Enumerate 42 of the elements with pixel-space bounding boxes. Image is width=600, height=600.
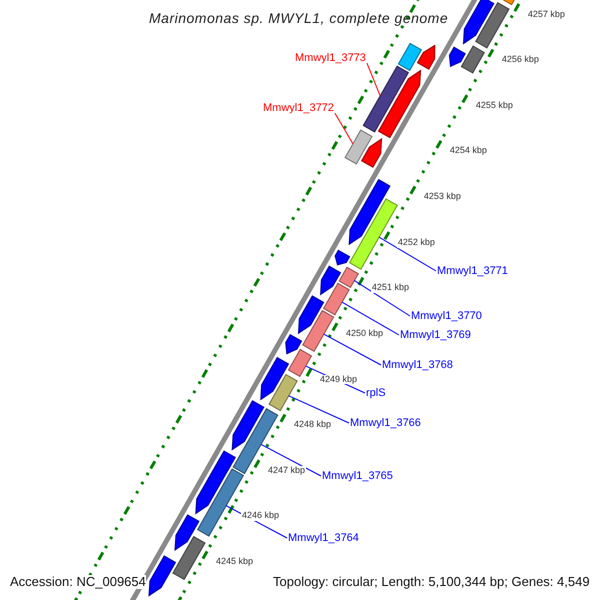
leader-line <box>378 236 436 272</box>
gene-bar <box>338 266 359 288</box>
gene-label: Mmwyl1_3764 <box>288 532 359 544</box>
leader-line <box>354 280 410 316</box>
leader-line <box>288 395 350 424</box>
gene-label: rplS <box>366 387 386 400</box>
gene-label: Mmwyl1_3765 <box>322 470 393 482</box>
scale-label: 4251 kbp <box>370 283 410 294</box>
gene-bar <box>362 66 410 133</box>
scale-label: 4250 kbp <box>344 328 384 339</box>
scale-label: 4253 kbp <box>422 192 462 202</box>
leader-line <box>342 302 400 336</box>
gene-bar <box>322 282 350 316</box>
gene-label: Mmwyl1_3769 <box>400 329 471 342</box>
scale-label: 4255 kbp <box>474 100 514 111</box>
title: Marinomonas sp. MWYL1, complete genome <box>149 10 448 26</box>
leader-line <box>366 62 381 96</box>
gene-bar <box>268 374 298 412</box>
scale-label: 4246 kbp <box>240 511 280 522</box>
leader-line <box>260 444 322 476</box>
scale-label: 4257 kbp <box>526 10 566 20</box>
scale-label: 4252 kbp <box>396 238 436 248</box>
gene-label: Mmwyl1_3772 <box>263 102 334 114</box>
leader-line <box>334 112 354 144</box>
gene-label: Mmwyl1_3768 <box>382 359 453 372</box>
gene-label: Mmwyl1_3771 <box>437 265 508 278</box>
gene-label: Mmwyl1_3773 <box>295 52 366 64</box>
accession-text: Accession: NC_009654 <box>10 575 146 590</box>
gene-label: Mmwyl1_3766 <box>350 417 421 430</box>
genome-info-text: Topology: circular; Length: 5,100,344 bp; Genes: 4,549 <box>273 575 590 590</box>
scale-label: 4247 kbp <box>266 466 306 476</box>
gene-bar <box>348 198 398 270</box>
scale-label: 4254 kbp <box>448 146 488 156</box>
scale-label: 4248 kbp <box>292 420 332 430</box>
gene-label: Mmwyl1_3770 <box>411 310 482 322</box>
scale-label: 4256 kbp <box>500 55 540 66</box>
leader-line <box>323 334 382 366</box>
scale-label: 4249 kbp <box>318 374 358 384</box>
gene-bar <box>344 129 373 165</box>
scale-label: 4245 kbp <box>215 557 254 567</box>
gene-bar <box>302 310 334 352</box>
gene-bar <box>288 348 312 378</box>
